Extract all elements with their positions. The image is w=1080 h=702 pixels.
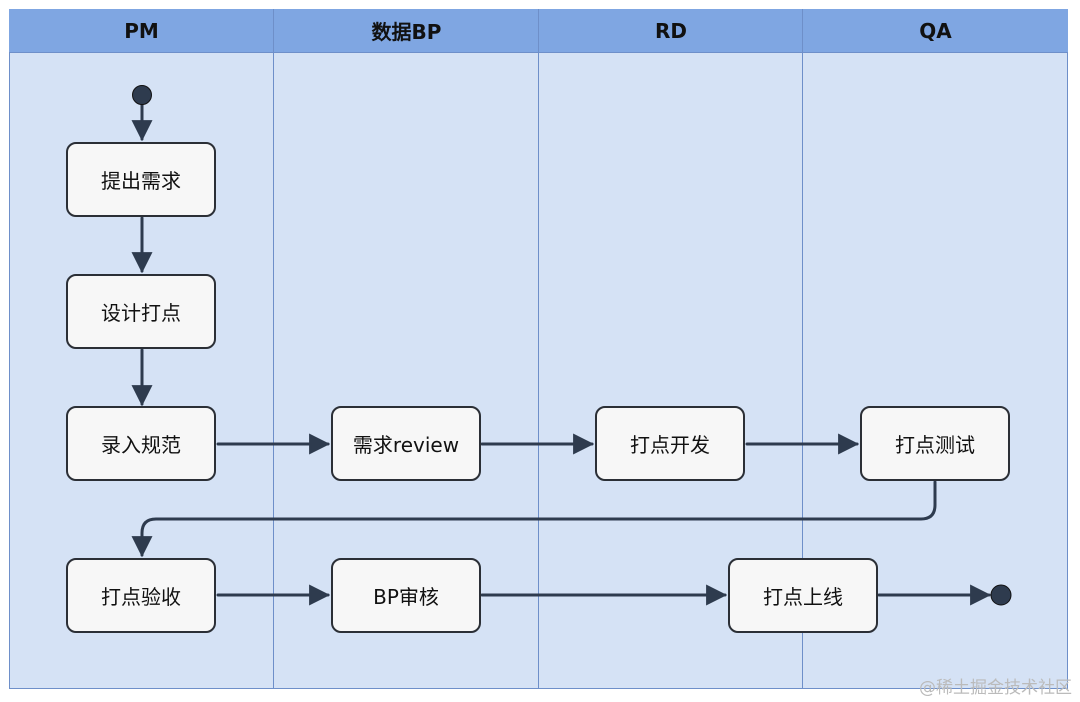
lane-divider: [273, 9, 274, 689]
watermark-text: @稀土掘金技术社区: [919, 678, 1072, 698]
node-tracking-accept: 打点验收: [66, 558, 216, 633]
node-tracking-dev: 打点开发: [595, 406, 745, 481]
node-design-tracking: 设计打点: [66, 274, 216, 349]
node-requirement-review: 需求review: [331, 406, 481, 481]
node-bp-review: BP审核: [331, 558, 481, 633]
node-tracking-release: 打点上线: [728, 558, 878, 633]
node-tracking-test: 打点测试: [860, 406, 1010, 481]
end-node: [990, 584, 1012, 606]
node-raise-requirement: 提出需求: [66, 142, 216, 217]
lane-header-data-bp: 数据BP: [274, 9, 539, 53]
lane-header-qa: QA: [803, 9, 1068, 53]
edge-test-to-accept: [131, 480, 937, 558]
node-enter-spec: 录入规范: [66, 406, 216, 481]
lane-divider: [538, 9, 539, 689]
start-node: [132, 85, 152, 105]
lane-header-rd: RD: [539, 9, 803, 53]
lane-divider: [802, 9, 803, 689]
lane-header-pm: PM: [9, 9, 274, 53]
